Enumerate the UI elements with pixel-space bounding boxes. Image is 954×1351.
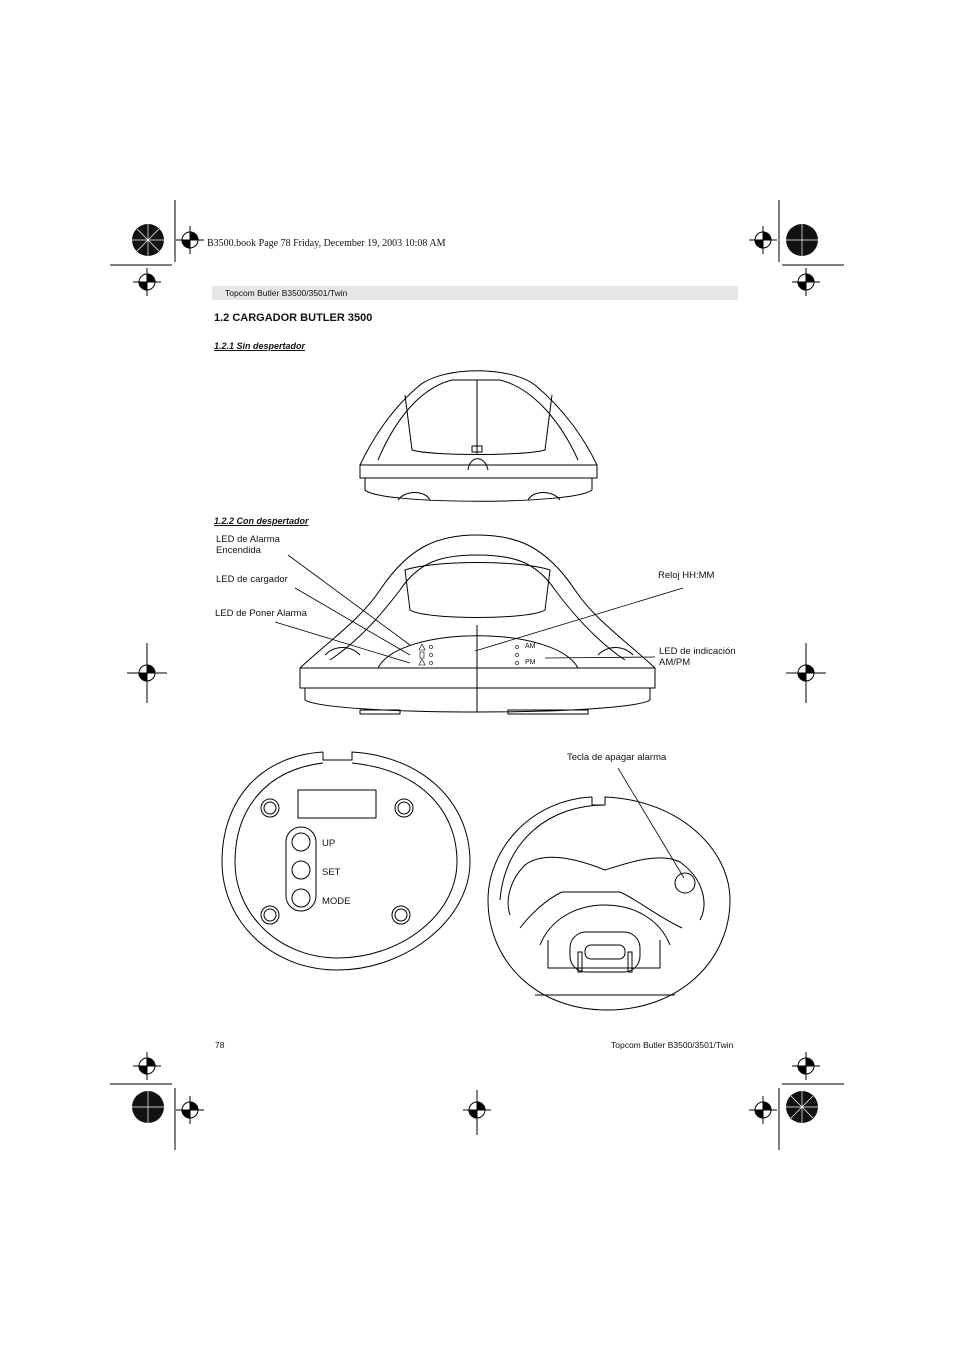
callout-lines [274,554,685,879]
callout-led-poner-alarma: LED de Poner Alarma [215,608,307,619]
section-title: 1.2 CARGADOR BUTLER 3500 [214,312,373,324]
bottom-view-drawing [221,751,471,971]
callout-reloj: Reloj HH:MM [658,570,715,581]
callout-tecla-apagar: Tecla de apagar alarma [567,752,667,763]
footer-page-number: 78 [215,1040,225,1050]
print-info-line: B3500.book Page 78 Friday, December 19, … [207,238,446,249]
star-target [132,224,818,1123]
charger-alarm-panel [418,643,519,666]
panel-label-pm: PM [525,659,536,666]
registration-target [127,226,826,1124]
bottom-button-set-label: SET [322,867,341,878]
subsection-title-2: 1.2.2 Con despertador [214,516,309,526]
panel-label-am: AM [525,643,536,650]
charger-no-alarm-drawing [359,370,598,502]
callout-led-alarma: LED de Alarma Encendida [216,534,280,556]
callout-led-alarma-line2: Encendida [216,545,261,556]
footer-title: Topcom Butler B3500/3501/Twin [611,1040,734,1050]
bottom-button-up-label: UP [322,838,336,849]
callout-led-ampm: LED de indicación AM/PM [659,646,736,668]
charger-alarm-drawing [299,534,656,715]
callout-led-alarma-line1: LED de Alarma [216,534,280,545]
header-bar [212,286,738,300]
bottom-button-mode-label: MODE [322,896,351,907]
subsection-title-1: 1.2.1 Sin despertador [214,341,306,351]
callout-led-cargador: LED de cargador [216,574,288,585]
callout-led-ampm-line2: AM/PM [659,657,691,668]
callout-led-ampm-line1: LED de indicación [659,646,736,657]
top-view-drawing [487,796,731,1011]
header-title: Topcom Butler B3500/3501/Twin [225,288,348,298]
